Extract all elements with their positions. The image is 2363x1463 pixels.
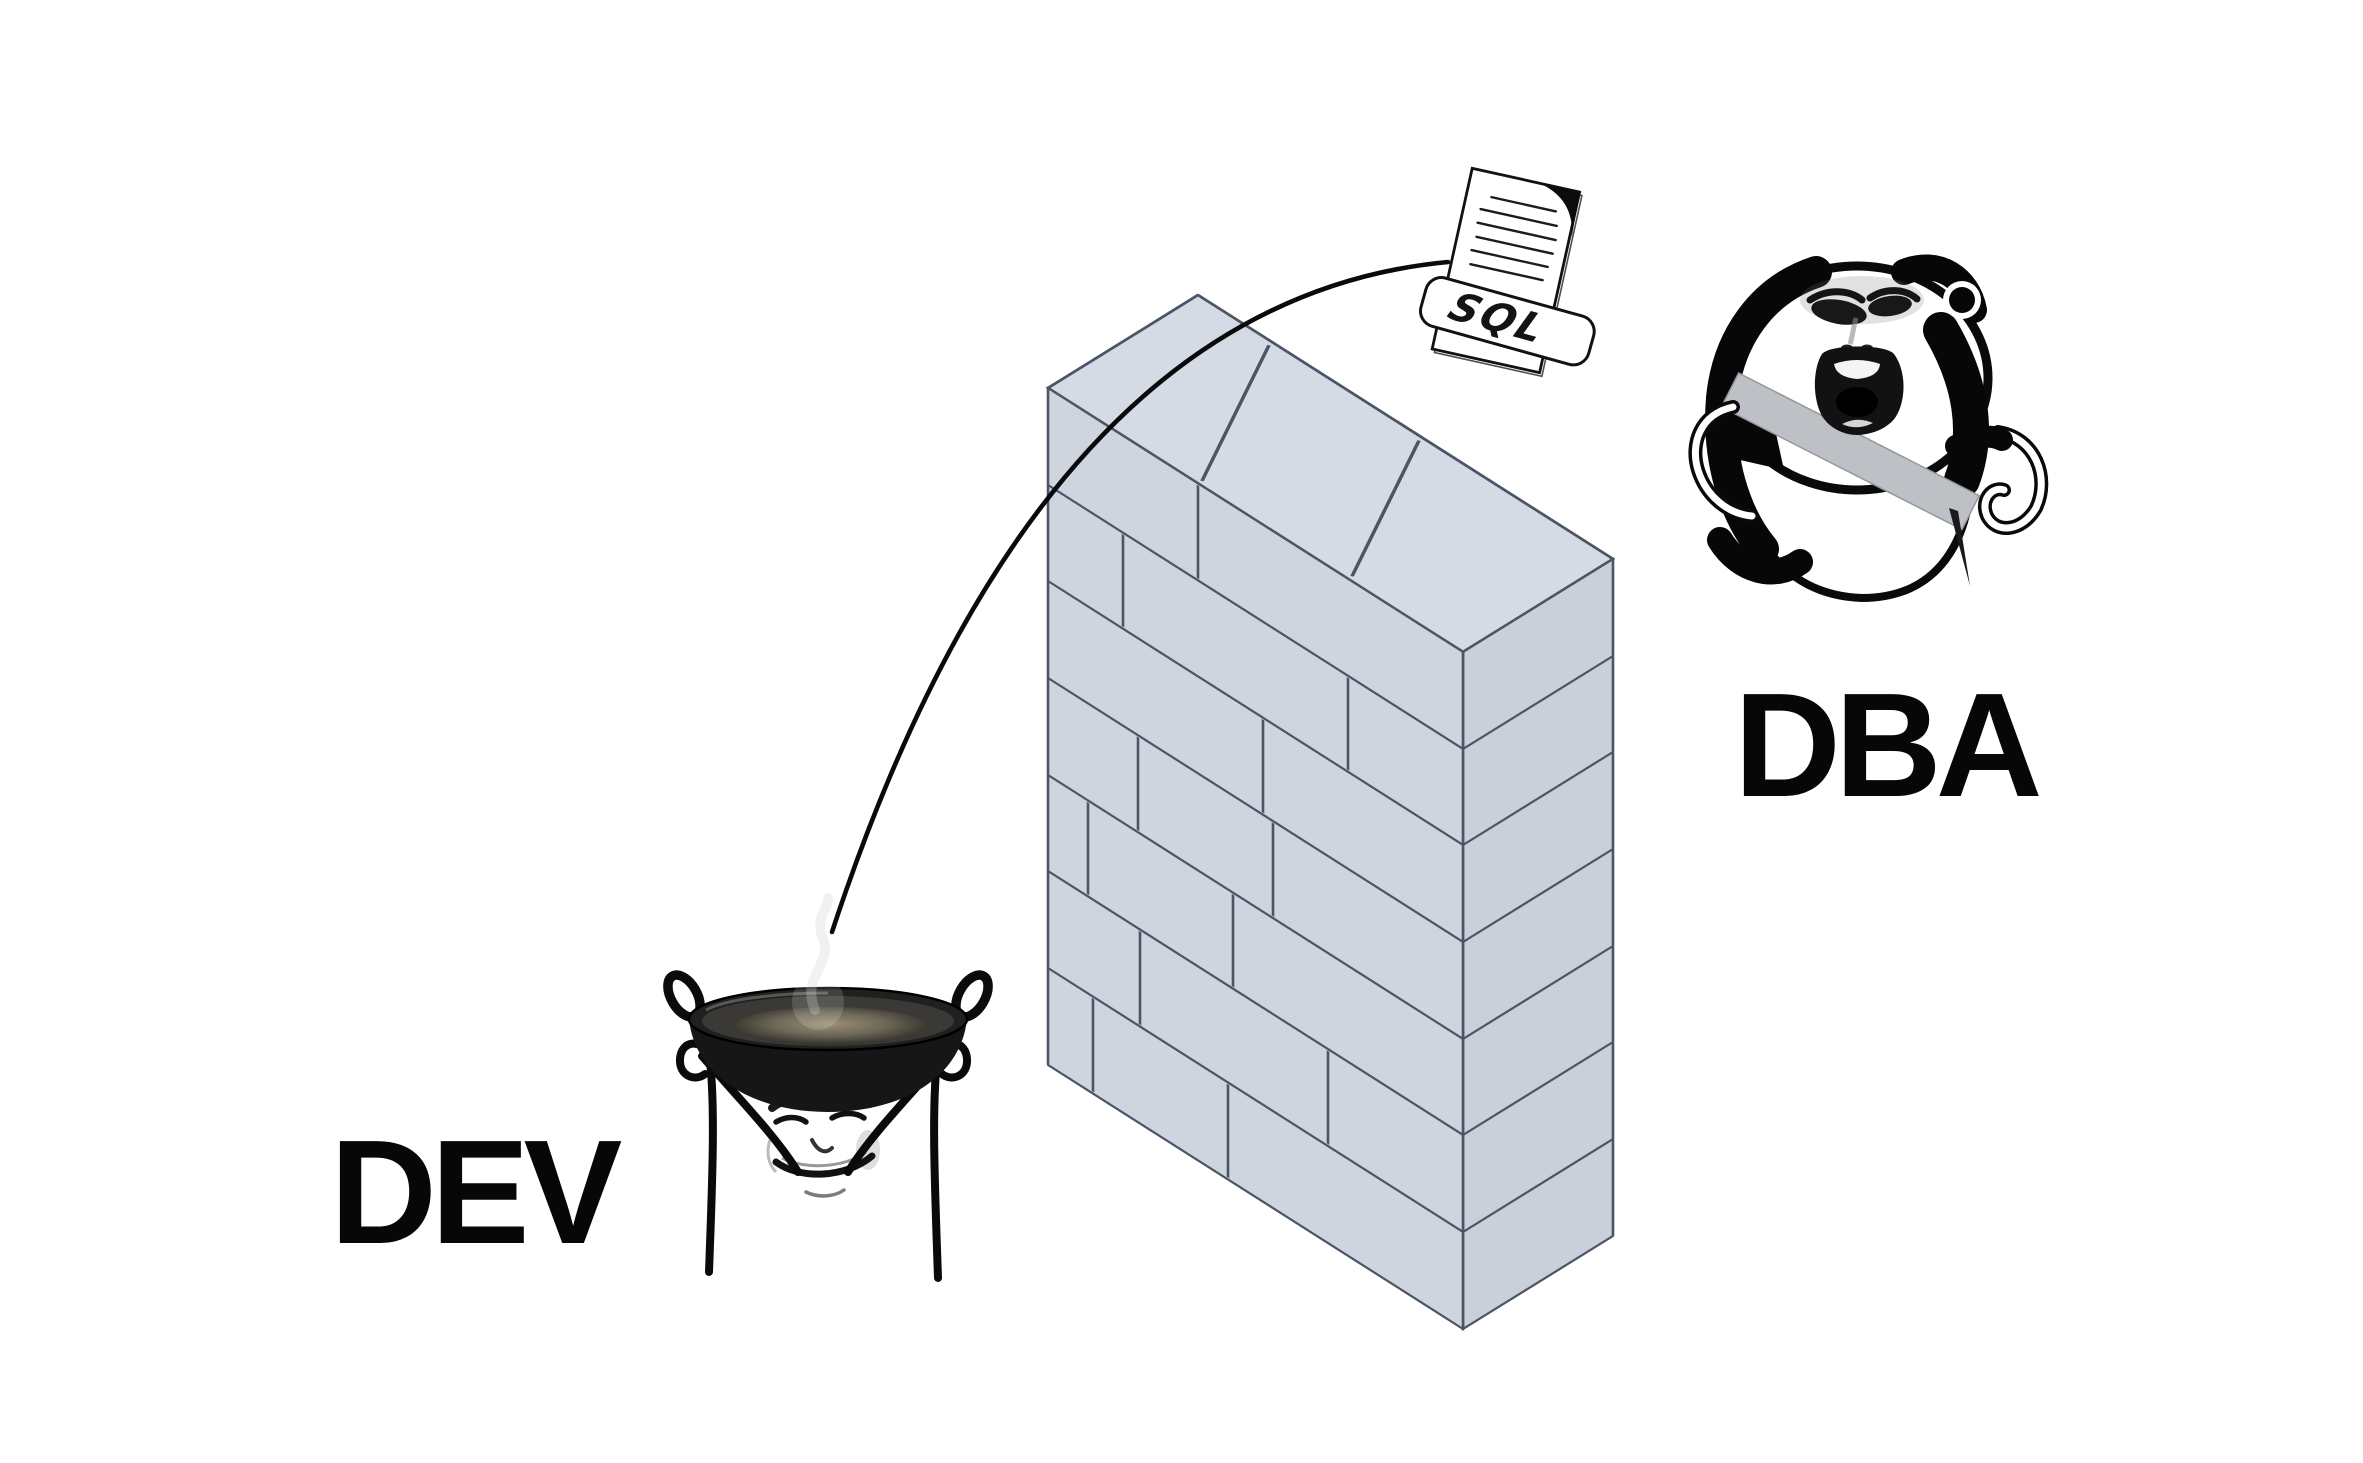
folded-corner-icon <box>1539 183 1580 238</box>
ear-knob <box>1949 287 1975 313</box>
dba-label: DBA <box>1734 663 2043 828</box>
left-eye <box>773 1114 809 1125</box>
sql-file-icon: SQL <box>1419 166 1596 378</box>
brick-wall <box>1046 293 1615 1331</box>
upper-teeth <box>1834 360 1880 379</box>
left-eye <box>1811 299 1867 325</box>
steam-wisp <box>806 893 834 1015</box>
stick-tip <box>1949 508 1970 586</box>
wok-interior <box>734 1007 926 1045</box>
smirk-mouth <box>772 1152 876 1178</box>
left-fist <box>1707 527 1813 585</box>
throw-trajectory-arc <box>829 259 1451 935</box>
dba-angry-panda-meme <box>1688 254 2049 603</box>
right-eye <box>1868 295 1912 317</box>
lower-teeth <box>1842 419 1873 428</box>
wall-front-face <box>1046 386 1465 1331</box>
wall-side-face <box>1461 557 1615 1331</box>
right-eye <box>829 1110 867 1121</box>
dev-wok-head-meme <box>663 893 993 1282</box>
right-fist <box>1945 425 2013 457</box>
dev-label: DEV <box>330 1110 622 1275</box>
throat <box>1836 387 1878 417</box>
document-text-lines <box>1469 195 1558 282</box>
panda-dark-side <box>1923 312 1989 498</box>
angry-face <box>1800 276 1924 435</box>
